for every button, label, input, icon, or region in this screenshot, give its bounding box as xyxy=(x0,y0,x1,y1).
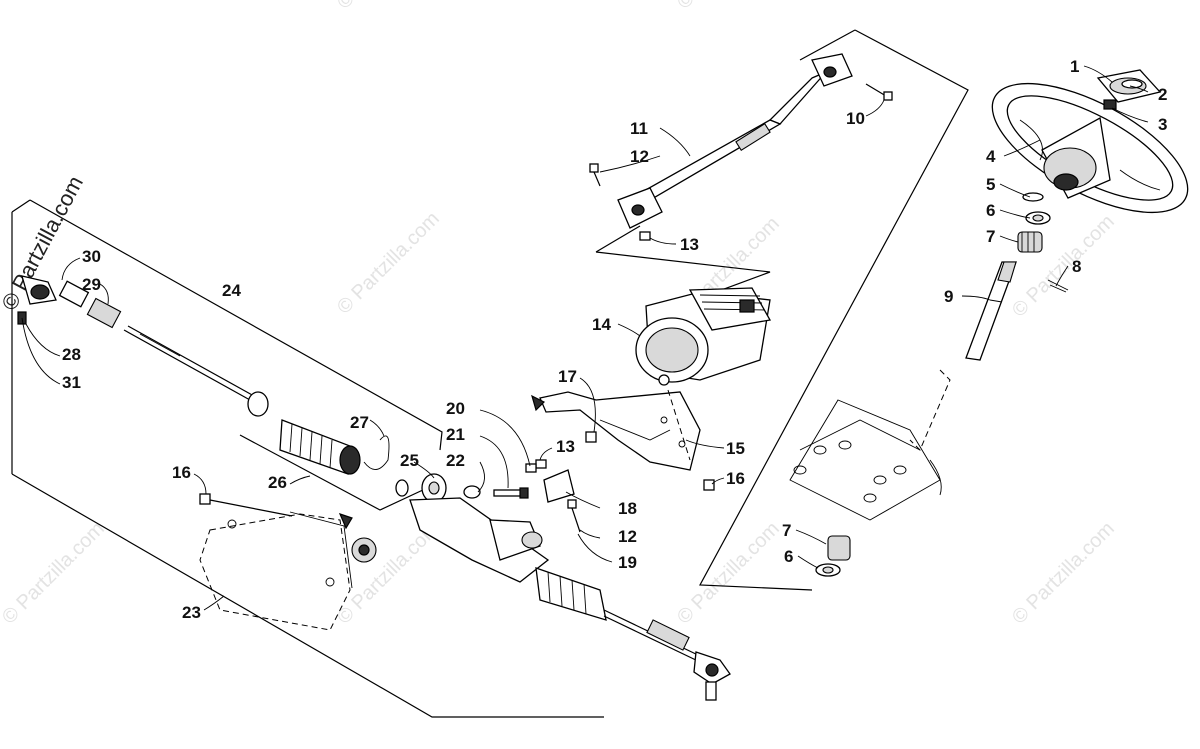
column-hardware xyxy=(1017,192,1069,293)
watermark-tile: © Partzilla.com xyxy=(673,518,784,629)
intermediate-shaft xyxy=(589,53,893,241)
callout-11: 11 xyxy=(630,119,648,138)
callout-5: 5 xyxy=(986,175,995,194)
callout-12: 12 xyxy=(618,527,637,546)
callout-23: 23 xyxy=(182,603,201,622)
steering-wheel xyxy=(991,82,1189,214)
watermark-tiles: © Partzilla.com © Partzilla.com © Partzi… xyxy=(0,0,1119,629)
callout-18: 18 xyxy=(618,499,637,518)
rack-and-pinion xyxy=(17,275,731,701)
callout-8: 8 xyxy=(1072,257,1081,276)
watermark-tile: © Partzilla.com xyxy=(1008,518,1119,629)
callout-28: 28 xyxy=(62,345,81,364)
column-shaft xyxy=(965,261,1017,361)
callout-25: 25 xyxy=(400,451,419,470)
callout-26: 26 xyxy=(268,473,287,492)
callout-7: 7 xyxy=(986,227,995,246)
callout-7: 7 xyxy=(782,521,791,540)
callout-13: 13 xyxy=(680,235,699,254)
callout-2: 2 xyxy=(1158,85,1167,104)
callout-15: 15 xyxy=(726,439,745,458)
motor-bracket xyxy=(463,389,715,533)
lower-bearing xyxy=(815,535,851,577)
callout-3: 3 xyxy=(1158,115,1167,134)
group-boundaries xyxy=(11,29,969,718)
rack-boot-left xyxy=(247,391,361,475)
rack-boot-right xyxy=(535,567,607,621)
callout-27: 27 xyxy=(350,413,369,432)
callout-10: 10 xyxy=(846,109,865,128)
callout-24: 24 xyxy=(222,281,241,300)
watermark-tile: © Partzilla.com xyxy=(333,0,444,14)
watermark-tile: © Partzilla.com xyxy=(1008,211,1119,322)
callouts: 1 2 3 4 5 6 7 8 9 10 11 12 13 14 15 16 1… xyxy=(62,57,1167,622)
callout-29: 29 xyxy=(82,275,101,294)
callout-4: 4 xyxy=(986,147,996,166)
callout-1: 1 xyxy=(1070,57,1079,76)
callout-20: 20 xyxy=(446,399,465,418)
callout-30: 30 xyxy=(82,247,101,266)
callout-13: 13 xyxy=(556,437,575,456)
callout-19: 19 xyxy=(618,553,637,572)
eps-motor xyxy=(635,287,772,386)
callout-6: 6 xyxy=(784,547,793,566)
watermark-tile: © Partzilla.com xyxy=(673,0,784,14)
callout-12: 12 xyxy=(630,147,649,166)
callout-31: 31 xyxy=(62,373,81,392)
callout-21: 21 xyxy=(446,425,465,444)
watermark-tile: © Partzilla.com xyxy=(0,518,109,629)
callout-16: 16 xyxy=(172,463,191,482)
callout-17: 17 xyxy=(558,367,577,386)
callout-6: 6 xyxy=(986,201,995,220)
callout-16: 16 xyxy=(726,469,745,488)
horn-cap xyxy=(1096,69,1162,110)
callout-22: 22 xyxy=(446,451,465,470)
rack-mount-bracket xyxy=(199,493,377,631)
callout-14: 14 xyxy=(592,315,611,334)
callout-9: 9 xyxy=(944,287,953,306)
leader-lines xyxy=(21,65,1149,611)
frame-mount xyxy=(789,369,951,521)
watermark-tile: © Partzilla.com xyxy=(333,208,444,319)
